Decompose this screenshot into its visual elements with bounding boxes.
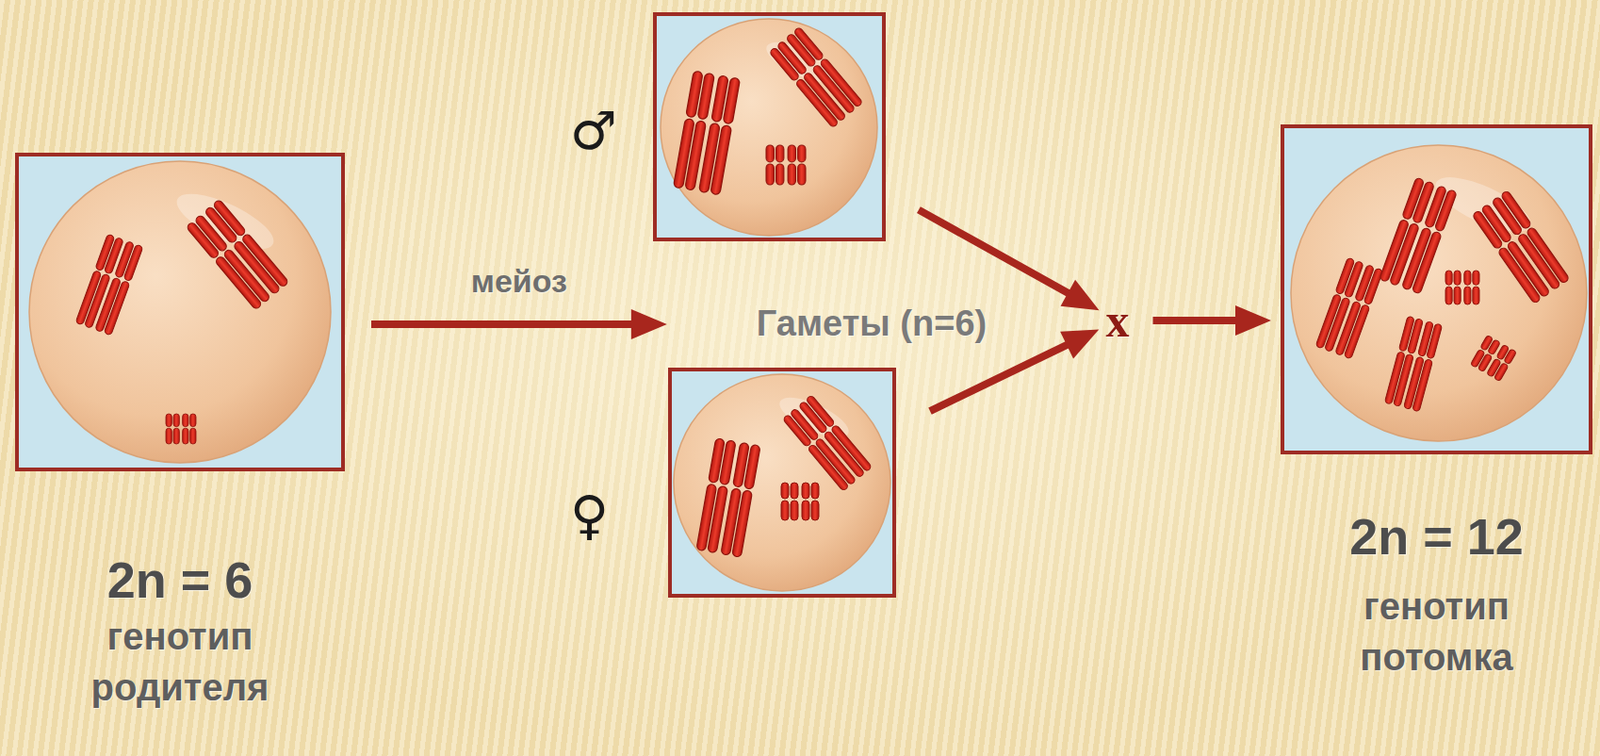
sym-text: ♂ [570,104,618,158]
cell-frame [1280,124,1593,455]
chromosome [1335,264,1384,360]
text-node: Гаметы (n=6) [756,302,987,346]
cell-box: 2n = 6генотип родителя [15,152,345,713]
frame-ground [668,367,897,598]
arrow-connector [371,309,668,340]
arrowhead [1235,305,1272,336]
arrowhead [1060,329,1099,360]
cell [29,161,331,463]
chromosome [766,145,784,185]
chromosome [182,413,196,444]
connector-line [1153,316,1239,325]
chromosome [787,145,806,185]
frame-ground [15,152,345,472]
cell-frame [668,367,897,598]
chromosome-pair [1471,190,1570,305]
chromosome [1404,321,1443,412]
chromosome [781,482,799,521]
chromosome-pair [165,413,196,444]
chromosome-pair [1384,315,1442,412]
chromosome [801,482,819,521]
chromosome [95,241,144,336]
gam-text: Гаметы (n=6) [756,302,987,346]
cell-frame [653,12,886,242]
chromosome-pair [185,198,289,311]
chromosome-pair [783,394,873,491]
chromosome [1464,270,1480,305]
cell [1290,145,1587,441]
chromosome [1445,270,1461,305]
frame-ground [1280,124,1593,455]
cell [673,374,891,591]
cap-big-text: 2n = 6 [15,549,345,611]
arrowhead [1061,279,1100,311]
cell-frame [15,152,345,472]
chromosome-pair [1315,257,1384,360]
chromosome [720,441,761,557]
connector-line [918,210,1070,294]
edge-label: мейоз [471,261,568,301]
chromosome-pair [75,233,144,336]
text-node: x [1106,296,1130,344]
cell-box: ♂ [570,12,886,242]
cross-text: x [1106,296,1130,344]
arrow-connector [1153,305,1273,336]
chromosome [785,26,864,115]
chromosome [1491,190,1570,291]
cell-box: 2n = 12 генотип потомка [1280,124,1593,683]
arrowhead [631,309,668,340]
cap-small-text: генотип родителя [62,610,298,713]
chromosome [165,413,180,444]
cap-small-text: генотип потомка [1319,580,1555,683]
connector-line [371,320,634,328]
arrow-connector [918,210,1100,311]
cell-box: ♀ [570,367,897,598]
chromosome [798,394,872,478]
cell [660,18,878,236]
chromosome-pair [673,70,741,196]
chromosome-pair [781,482,819,521]
sym-text: ♀ [570,489,609,542]
chromosome-pair [1469,334,1517,381]
chromosome-pair [766,145,806,185]
frame-ground [653,12,886,242]
chromosome [1486,343,1518,381]
chromosome [699,75,741,196]
chromosome [204,198,290,294]
chromosome-pair [768,26,864,128]
connector-line [930,343,1069,411]
chromosome-pair [1445,270,1480,305]
cap-big-text: 2n = 12 [1280,506,1593,568]
chromosome-pair [696,438,761,558]
